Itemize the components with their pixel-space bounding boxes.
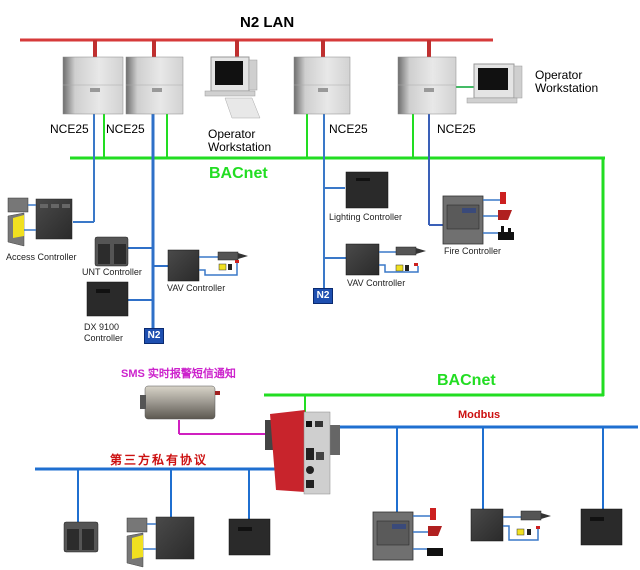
bacnet-label-upper: BACnet [209,165,268,182]
third-party-dx-device [228,518,271,556]
dx-controller-label: DX 9100 Controller [84,322,123,344]
modbus-bus [330,425,638,512]
nce25-controller-4 [397,56,457,115]
n2-field-bus [73,114,443,328]
lighting-controller-label: Lighting Controller [329,212,403,222]
workstation-2-label-line2: Workstation [535,81,599,95]
operator-workstation-2 [466,63,523,104]
dx-controller-label-line2: Controller [84,333,124,343]
vav-controller-left-label: VAV Controller [167,283,226,293]
modbus-dx-device [580,508,623,546]
workstation-1-label: Operator Workstation [208,128,271,154]
fire-controller-label: Fire Controller [444,246,502,256]
nce25-controller-2 [125,56,184,115]
nce25-label-4: NCE25 [437,122,476,136]
bacnet-label-lower: BACnet [437,372,496,389]
nce25-label-2: NCE25 [106,122,145,136]
n2-lan-bus [20,38,493,57]
access-controller-label: Access Controller [6,252,77,262]
workstation-2-label: Operator Workstation [535,69,598,95]
operator-workstation-1 [204,56,261,119]
third-party-protocol-label: 第三方私有协议 [110,453,209,467]
vav-controller-left [167,249,248,282]
workstation-1-label-line2: Workstation [208,140,272,154]
nce25-controller-1 [62,56,124,115]
modbus-fire-device [372,508,443,561]
third-party-bus [35,467,290,523]
modbus-label: Modbus [458,409,501,421]
workstation-1-label-line1: Operator [208,127,256,141]
workstation-2-label-line1: Operator [535,68,583,82]
access-controller [7,197,73,247]
vav-controller-right-label: VAV Controller [347,278,406,288]
bacnet-bus [70,86,605,428]
protocol-gateway [265,410,340,495]
third-party-access-device [126,516,195,568]
unt-controller-label: UNT Controller [82,267,142,277]
sms-label: SMS 实时报警短信通知 [121,368,236,380]
third-party-unt-device [63,521,99,553]
sms-gsm-modem [140,385,220,420]
dx-controller [86,281,129,317]
modbus-vav-device [470,508,551,542]
dx-controller-label-line1: DX 9100 [84,322,120,332]
n2-lan-label: N2 LAN [240,14,295,31]
fire-controller [442,192,514,245]
lighting-controller [345,171,389,209]
nce25-label-1: NCE25 [50,122,89,136]
vav-controller-right [345,243,426,276]
unt-controller [94,236,129,267]
n2-tag-right: N2 [313,288,333,304]
nce25-label-3: NCE25 [329,122,368,136]
n2-tag-left: N2 [144,328,164,344]
nce25-controller-3 [293,56,351,115]
